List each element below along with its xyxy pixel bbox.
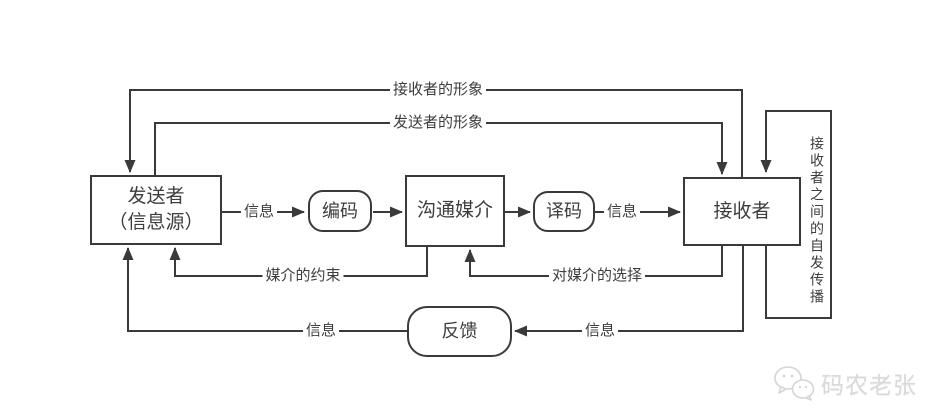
node-encode: 编码 <box>308 190 372 232</box>
node-decode: 译码 <box>533 191 595 232</box>
node-feedback: 反馈 <box>407 306 512 357</box>
wechat-chat-bubbles-icon <box>774 366 815 401</box>
label-spontaneous-spread: 接收者之间的自发传播 <box>809 136 825 306</box>
feedback-label: 反馈 <box>441 321 478 342</box>
decode-label: 译码 <box>546 201 582 222</box>
label-sender-image: 发送者的形象 <box>389 113 487 133</box>
label-medium-constraint: 媒介的约束 <box>262 266 344 286</box>
edge-feedback-to-sender <box>122 247 407 332</box>
medium-label: 沟通媒介 <box>416 200 493 222</box>
label-info-decode-receiver: 信息 <box>603 202 641 222</box>
label-info-receiver-feedback: 信息 <box>581 321 619 341</box>
edge-receiver-image <box>124 89 743 177</box>
watermark-text: 码农老张 <box>821 372 917 398</box>
receiver-label: 接收者 <box>713 200 771 222</box>
sender-label-line1: 发送者 <box>127 186 185 208</box>
label-medium-choice: 对媒介的选择 <box>548 266 646 286</box>
sender-label-line2: （信息源） <box>108 212 204 233</box>
edge-spontaneous-loop <box>760 110 832 319</box>
node-sender: 发送者 （信息源） <box>90 175 222 245</box>
watermark: 码农老张 <box>773 365 917 401</box>
edge-receiver-to-feedback <box>514 246 744 337</box>
node-receiver: 接收者 <box>683 177 801 246</box>
label-receiver-image: 接收者的形象 <box>389 80 487 100</box>
label-info-feedback-sender: 信息 <box>302 321 340 341</box>
node-medium: 沟通媒介 <box>405 175 505 247</box>
encode-label: 编码 <box>322 200 358 221</box>
label-info-sender-encode: 信息 <box>240 202 278 222</box>
